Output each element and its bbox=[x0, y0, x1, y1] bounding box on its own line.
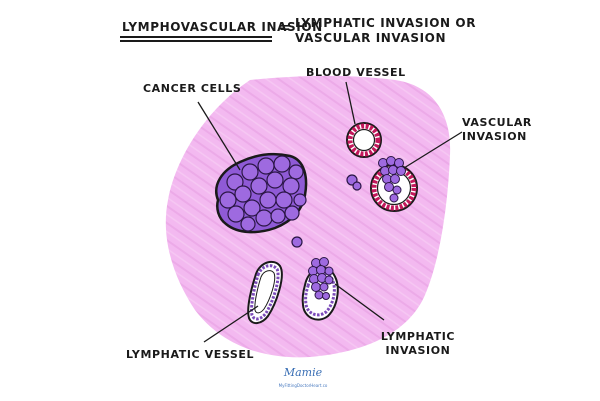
cancer-cell-cluster bbox=[215, 153, 308, 234]
title-definition-line2: vascular invasion bbox=[295, 31, 447, 45]
label-vascular-invasion: Vascular invasion bbox=[462, 116, 532, 144]
title-definition: Lymphatic invasion or vascular invasion bbox=[295, 16, 476, 46]
author-signature-subtext: MyFittingDoctorHeart.co bbox=[278, 383, 328, 388]
label-lymphatic-invasion: Lymphatic invasion bbox=[378, 330, 458, 358]
label-lymphatic-invasion-line1: Lymphatic bbox=[380, 330, 456, 343]
label-lymphatic-invasion-line2: invasion bbox=[385, 344, 451, 357]
label-vascular-invasion-line2: invasion bbox=[462, 130, 527, 143]
title-term: Lymphovascular inasion bbox=[122, 20, 323, 34]
lymphatic-vessel bbox=[247, 260, 283, 324]
title-underline-second bbox=[120, 40, 272, 42]
label-lymphatic-vessel: Lymphatic vessel bbox=[126, 348, 255, 361]
invaded-lymphatic-vessel bbox=[301, 257, 339, 321]
label-pointer-lines bbox=[197, 81, 463, 343]
title-underline bbox=[120, 36, 272, 38]
invaded-blood-vessel bbox=[370, 156, 418, 212]
label-vascular-invasion-line1: Vascular bbox=[462, 116, 532, 129]
blood-vessel bbox=[346, 122, 382, 158]
label-blood-vessel: Blood vessel bbox=[306, 66, 406, 79]
title-equals: = bbox=[279, 20, 291, 36]
label-cancer-cells: Cancer cells bbox=[143, 82, 242, 95]
detached-cancer-cells bbox=[291, 174, 362, 248]
title-definition-line1: Lymphatic invasion or bbox=[295, 16, 477, 30]
author-signature: Mamie bbox=[283, 366, 323, 379]
